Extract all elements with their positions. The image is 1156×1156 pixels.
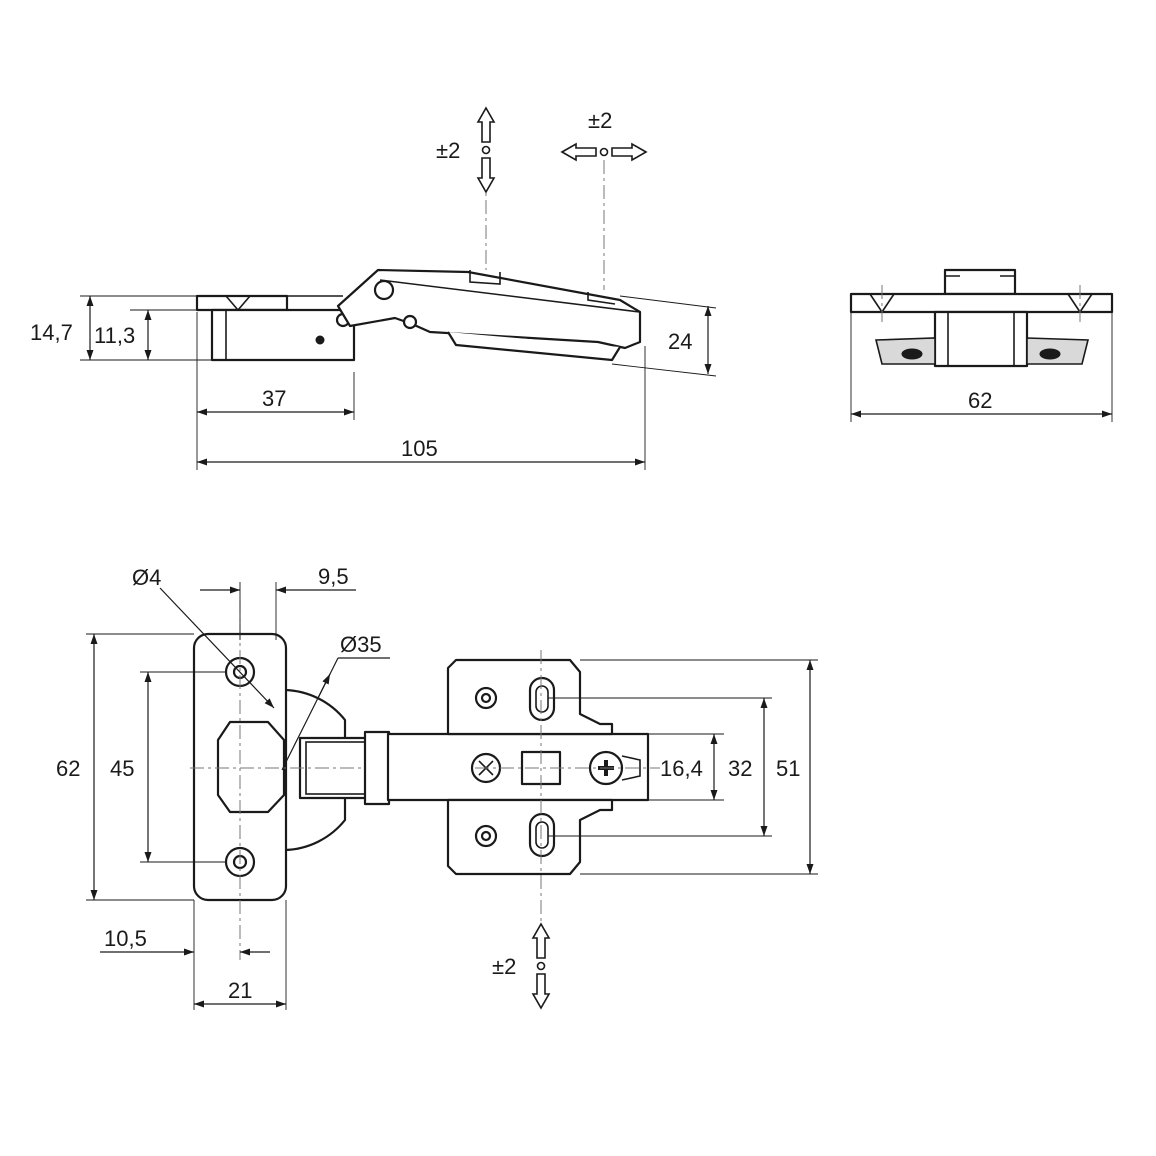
side-hinge-arm [336,268,642,362]
side-adjust-horizontal-label: ±2 [588,108,612,133]
dim-hole-spacing: 45 [110,756,134,781]
dim-hole-diameter: Ø4 [132,565,161,590]
side-mounting-plate [195,294,356,362]
dim-plate-height: 11,3 [94,323,135,348]
plan-hinge-arm [298,730,650,806]
dim-cup-height: 24 [668,329,692,354]
vertical-adjust-icon [476,106,496,194]
dim-overall-height: 14,7 [30,320,73,345]
dim-end-width: 62 [968,388,992,413]
dim-side-plate-length: 37 [262,386,286,411]
dim-plan-plate-length: 62 [56,756,80,781]
plan-base-plate [446,658,614,876]
end-view: 62 [849,268,1114,422]
depth-adjust-icon [531,922,551,1010]
dim-mount-length: 51 [776,756,800,781]
dim-arm-width: 16,4 [660,756,703,781]
dim-hole-offset: 9,5 [318,564,349,589]
dim-cup-diameter: Ø35 [340,632,382,657]
dim-total-length: 105 [401,436,438,461]
dim-plate-width: 21 [228,978,252,1003]
dim-slot-spacing: 32 [728,756,752,781]
side-adjust-vertical-label: ±2 [436,138,460,163]
plan-adjust-depth-label: ±2 [492,954,516,979]
horizontal-adjust-icon [560,142,648,162]
plan-view: Ø4 9,5 Ø35 62 45 10,5 21 [56,564,818,1010]
dim-edge-distance: 10,5 [104,926,147,951]
side-view: ±2 ±2 14,7 11,3 37 105 24 [30,106,717,470]
